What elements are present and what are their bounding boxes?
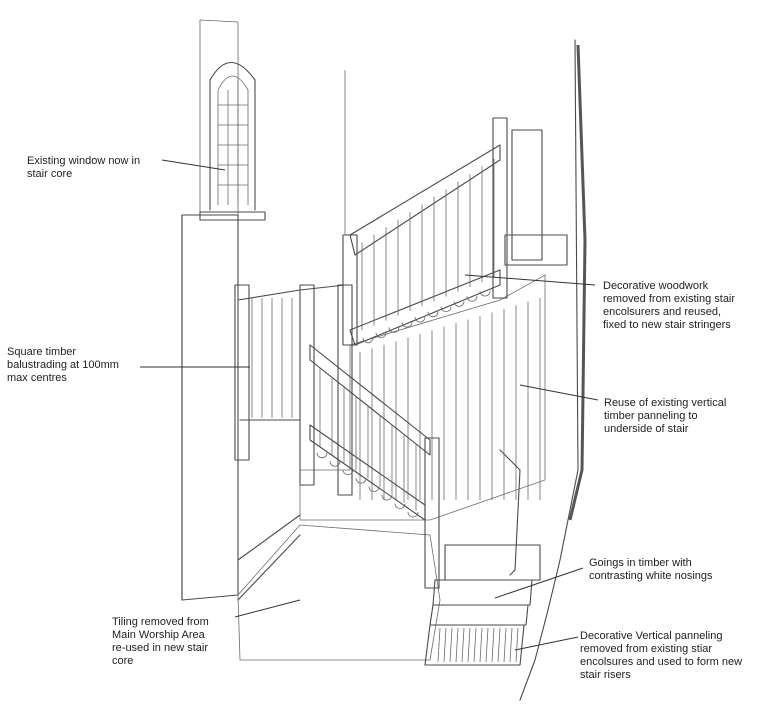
right-wall (519, 39, 587, 701)
leader-goings (494, 567, 584, 599)
annotation-window: Existing window now in stair core (27, 155, 141, 180)
lower-flight (309, 344, 431, 521)
vertical-panelling (299, 274, 546, 521)
annotation-risers: Decorative Vertical panneling removed fr… (580, 630, 743, 681)
annotation-balustrade: Square timber balustrading at 100mm max … (7, 346, 119, 384)
annotation-woodwork: Decorative woodwork removed from existin… (603, 280, 736, 331)
leader-tiling (234, 599, 301, 618)
annotation-panelling: Reuse of existing vertical timber pannel… (604, 397, 727, 435)
existing-window (199, 62, 266, 221)
floor-tiling (237, 514, 441, 661)
bottom-steps (424, 449, 541, 666)
leader-woodwork (464, 274, 596, 286)
leader-panelling (519, 384, 599, 401)
leader-window (161, 159, 226, 171)
leader-risers (514, 636, 579, 651)
landing-balustrade (237, 284, 346, 421)
annotation-tiling: Tiling removed from Main Worship Area re… (112, 616, 209, 667)
annotation-goings: Goings in timber with contrasting white … (589, 557, 713, 582)
leader-lines (140, 159, 599, 651)
newel-posts (234, 70, 568, 589)
upper-flight (349, 144, 501, 346)
